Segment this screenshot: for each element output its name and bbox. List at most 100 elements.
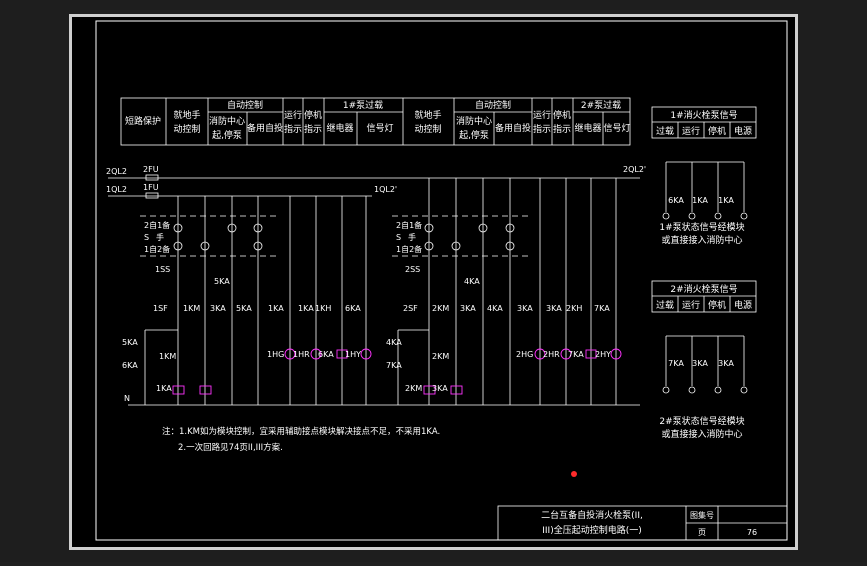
- bus-out-1ql2: 1QL2': [374, 185, 397, 194]
- label-1ka-b: 1KA: [298, 304, 314, 313]
- title-key-atlas: 图集号: [690, 510, 714, 520]
- label-6ka-b: 6KA: [345, 304, 361, 313]
- label-4ka-c: 4KA: [386, 338, 402, 347]
- label-6ka-a: 6KA: [122, 361, 138, 370]
- hdr-standby2: 备用自投: [495, 122, 531, 134]
- signal-contacts-1: [662, 161, 748, 220]
- fuse-label-1fu: 1FU: [143, 183, 159, 192]
- title-line-2: III)全压起动控制电路(一): [542, 524, 642, 536]
- sig2-note-1: 2#泵状态信号经模块: [659, 415, 744, 427]
- label-1sf: 1SF: [153, 304, 168, 313]
- hdr-manual-a: 就地手: [173, 109, 200, 121]
- label-2hr: 2HR: [543, 350, 560, 359]
- sel1-t2: 手: [156, 232, 164, 242]
- header-table: [120, 97, 631, 146]
- note-1: 注：1.KM如为模块控制，宜采用辅助接点模块解决接点不足，不采用1KA.: [162, 426, 440, 437]
- ucs-marker: [571, 471, 577, 477]
- selector-dashes: [140, 215, 532, 257]
- hdr-manual2-a: 就地手: [414, 109, 441, 121]
- signal-table-1: [651, 106, 757, 139]
- hdr-lamp-1: 信号灯: [366, 122, 393, 134]
- label-2kh: 2KH: [566, 304, 582, 313]
- label-1ss: 1SS: [155, 265, 170, 274]
- fuse-label-2fu: 2FU: [143, 165, 159, 174]
- hdr-stop-a: 停机: [304, 109, 322, 121]
- hdr-run2-b: 指示: [533, 123, 551, 135]
- label-1kh: 1KH: [315, 304, 331, 313]
- label-5ka-c: 5KA: [122, 338, 138, 347]
- hdr-stop-b: 指示: [304, 123, 322, 135]
- note-2: 2.一次回路见74页II,III方案.: [178, 442, 283, 453]
- sig2-col-1: 运行: [682, 299, 700, 311]
- sig1-col-0: 过载: [656, 125, 674, 137]
- label-2km-b: 2KM: [432, 352, 449, 361]
- bus-out-2ql2: 2QL2': [623, 165, 646, 174]
- label-3ka-c: 3KA: [432, 384, 448, 393]
- sig1-title: 1#消火栓泵信号: [670, 109, 737, 121]
- label-1hr: 1HR: [293, 350, 310, 359]
- hdr-standby: 备用自投: [247, 122, 283, 134]
- label-3ka-a: 3KA: [460, 304, 476, 313]
- label-4ka-b: 4KA: [487, 304, 503, 313]
- hdr-fire-center-a: 消防中心: [209, 115, 245, 127]
- sig1-note-2: 或直接接入消防中心: [661, 234, 742, 246]
- label-2km: 2KM: [432, 304, 449, 313]
- label-7ka-a: 7KA: [386, 361, 402, 370]
- label-2ss: 2SS: [405, 265, 420, 274]
- hdr-fire-center2-a: 消防中心: [456, 115, 492, 127]
- neutral-label: N: [124, 394, 130, 403]
- sig1-relay-2: 1KA: [718, 196, 734, 205]
- sel2-l1: S: [396, 233, 401, 242]
- label-1km: 1KM: [183, 304, 200, 313]
- label-3ka-b: 3KA: [517, 304, 533, 313]
- label-5ka-a: 5KA: [214, 277, 230, 286]
- sel1-t3: 1自2备: [144, 244, 170, 254]
- label-5ka-b: 5KA: [236, 304, 252, 313]
- hdr-stop2-b: 指示: [553, 123, 571, 135]
- hdr-run-b: 指示: [284, 123, 302, 135]
- label-4ka-a: 4KA: [464, 277, 480, 286]
- label-3ka: 3KA: [210, 304, 226, 313]
- label-3ka-d: 3KA: [546, 304, 562, 313]
- selector-contacts: [173, 223, 515, 251]
- hdr-short-circuit: 短路保护: [125, 115, 161, 127]
- hdr-auto: 自动控制: [227, 99, 263, 111]
- sheet-paper: [72, 17, 795, 547]
- label-1km-c: 1KA: [156, 384, 172, 393]
- sig2-title: 2#消火栓泵信号: [670, 283, 737, 295]
- title-page-number: 76: [747, 528, 757, 537]
- sel1-l1: S: [144, 233, 149, 242]
- bus-label-2ql2: 2QL2: [106, 167, 127, 176]
- sig1-note-1: 1#泵状态信号经模块: [659, 221, 744, 233]
- sig2-col-3: 电源: [734, 299, 752, 311]
- hdr-lamp-2: 信号灯: [603, 122, 630, 134]
- branches-2: [397, 178, 617, 405]
- sig1-col-1: 运行: [682, 125, 700, 137]
- label-2km-c: 2KM: [405, 384, 422, 393]
- sig2-relay-2: 3KA: [718, 359, 734, 368]
- label-1ka-a: 1KA: [268, 304, 284, 313]
- label-1hy: 1HY: [345, 350, 361, 359]
- label-1km-b: 1KM: [159, 352, 176, 361]
- hdr-manual-b: 动控制: [173, 123, 200, 135]
- drawing-frame: [95, 20, 788, 541]
- title-block: [497, 505, 788, 541]
- label-2hg: 2HG: [516, 350, 533, 359]
- label-2hy: 2HY: [595, 350, 611, 359]
- sig2-col-0: 过载: [656, 299, 674, 311]
- signal-contacts-2: [662, 335, 748, 394]
- hdr-pump2-overload: 2#泵过载: [581, 99, 621, 111]
- label-1hg: 1HG: [267, 350, 284, 359]
- sig2-note-2: 或直接接入消防中心: [661, 428, 742, 440]
- signal-table-2: [651, 280, 757, 313]
- sig2-relay-1: 3KA: [692, 359, 708, 368]
- hdr-run2-a: 运行: [533, 109, 551, 121]
- hdr-run-a: 运行: [284, 109, 302, 121]
- sel2-t1: 2自1备: [396, 220, 422, 230]
- sig2-relay-0: 7KA: [668, 359, 684, 368]
- sig2-col-2: 停机: [708, 299, 726, 311]
- label-2sf: 2SF: [403, 304, 418, 313]
- sig1-col-3: 电源: [734, 125, 752, 137]
- hdr-relay-1: 继电器: [326, 122, 353, 134]
- label-6ka-c: 6KA: [318, 350, 334, 359]
